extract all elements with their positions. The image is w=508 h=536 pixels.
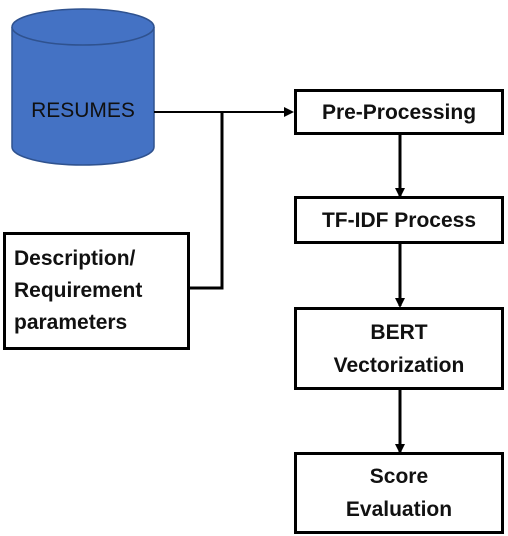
- tfidf-process-box: TF-IDF Process: [294, 196, 504, 244]
- connector-description-to-line: [188, 112, 224, 290]
- cylinder-body: [11, 27, 155, 166]
- resumes-label: RESUMES: [31, 99, 135, 122]
- score-evaluation-box: Score Evaluation: [294, 452, 504, 534]
- bert-vectorization-box: BERT Vectorization: [294, 307, 504, 390]
- preprocessing-box: Pre-Processing: [294, 89, 504, 135]
- cylinder-top: [11, 8, 155, 46]
- database-cylinder: [11, 8, 155, 166]
- description-requirement-box: Description/ Requirement parameters: [3, 232, 190, 350]
